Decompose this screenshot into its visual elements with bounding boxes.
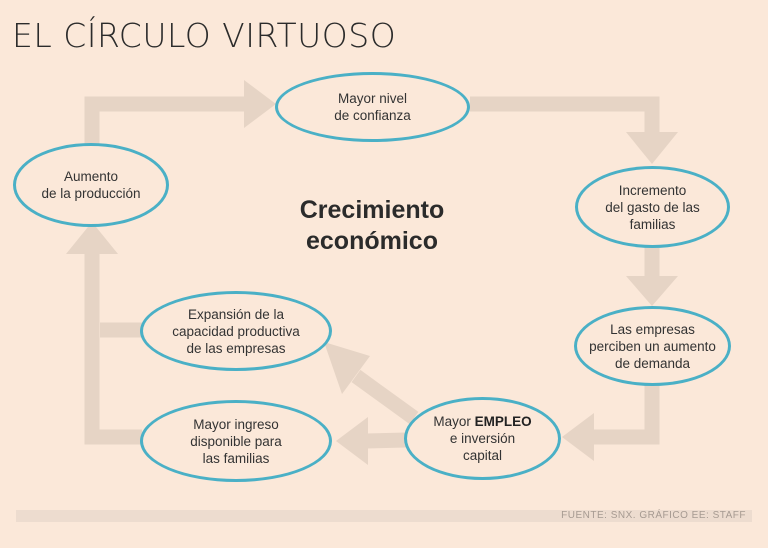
arrowhead-to-spending	[626, 132, 678, 164]
arrowhead-to-employment	[562, 413, 594, 461]
arrowhead-to-capacity	[324, 342, 370, 394]
page-title: EL CÍRCULO VIRTUOSO	[12, 16, 397, 55]
arrowhead-to-income	[336, 417, 368, 465]
node-demand-label: Las empresas perciben un aumento de dema…	[589, 321, 716, 371]
arrow-demand-to-employment	[592, 385, 660, 445]
node-employment-label: Mayor EMPLEO e inversión capital	[433, 414, 532, 463]
node-production-label: Aumento de la producción	[41, 169, 141, 201]
node-spending: Incremento del gasto de las familias	[575, 166, 730, 248]
footer-bar	[16, 510, 752, 522]
node-income: Mayor ingreso disponible para las famili…	[140, 400, 332, 482]
node-employment: Mayor EMPLEO e inversión capital	[404, 397, 561, 480]
arrowhead-to-production	[66, 222, 118, 254]
arrowhead-to-demand	[626, 276, 678, 306]
arrowhead-to-confidence	[244, 80, 276, 128]
node-income-label: Mayor ingreso disponible para las famili…	[190, 416, 282, 466]
node-confidence-label: Mayor nivel de confianza	[334, 91, 411, 123]
center-label: Crecimiento económico	[299, 196, 445, 255]
source-credit: FUENTE: SNX. GRÁFICO EE: STAFF	[561, 510, 746, 521]
arrow-production-to-confidence	[84, 96, 246, 150]
node-production: Aumento de la producción	[13, 143, 169, 227]
arrow-employment-to-capacity	[351, 369, 419, 425]
arrow-employment-to-income	[365, 432, 407, 449]
node-capacity: Expansión de la capacidad productiva de …	[140, 291, 332, 371]
node-spending-label: Incremento del gasto de las familias	[605, 182, 700, 232]
arrow-confidence-to-spending	[470, 96, 660, 134]
node-confidence: Mayor nivel de confianza	[275, 72, 470, 142]
employment-emphasis: EMPLEO	[474, 414, 532, 429]
node-capacity-label: Expansión de la capacidad productiva de …	[172, 306, 300, 356]
node-demand: Las empresas perciben un aumento de dema…	[574, 306, 731, 386]
arrow-income-to-production	[84, 252, 142, 445]
